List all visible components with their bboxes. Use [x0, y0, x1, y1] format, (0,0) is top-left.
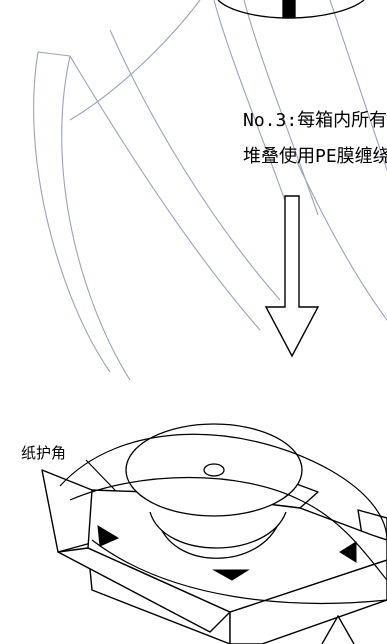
pe-film-wrap [59, 433, 387, 604]
watermark [33, 0, 387, 381]
watermark-stroke-7 [243, 0, 319, 216]
reel-hub-bar [282, 0, 296, 19]
paper-corner-protector-label: 纸护角 [21, 444, 67, 462]
watermark-stroke-4 [69, 55, 261, 331]
corner-protector-front [212, 569, 250, 581]
watermark-stroke-5 [109, 29, 281, 301]
watermark-stroke-9 [295, 159, 387, 321]
reel-stack-mid [149, 511, 287, 549]
watermark-stroke-3 [37, 51, 71, 57]
stacked-reels [125, 423, 303, 559]
reel-center-hole [203, 463, 225, 477]
corner-protector-left [97, 525, 120, 547]
watermark-stroke-6 [213, 0, 291, 216]
top-reel-fragment [217, 0, 365, 19]
watermark-stroke-8 [69, 0, 201, 121]
up-arrow-tip [321, 614, 355, 644]
watermark-stroke-10 [329, 0, 387, 171]
watermark-stroke-2 [61, 55, 131, 381]
corner-protector-right [339, 541, 357, 563]
watermark-stroke-1 [33, 51, 111, 373]
step-text-line-1: No.3:每箱内所有 [243, 110, 387, 131]
step-text-line-2: 堆叠使用PE膜缠绕 [243, 146, 387, 167]
down-arrow [264, 195, 320, 358]
